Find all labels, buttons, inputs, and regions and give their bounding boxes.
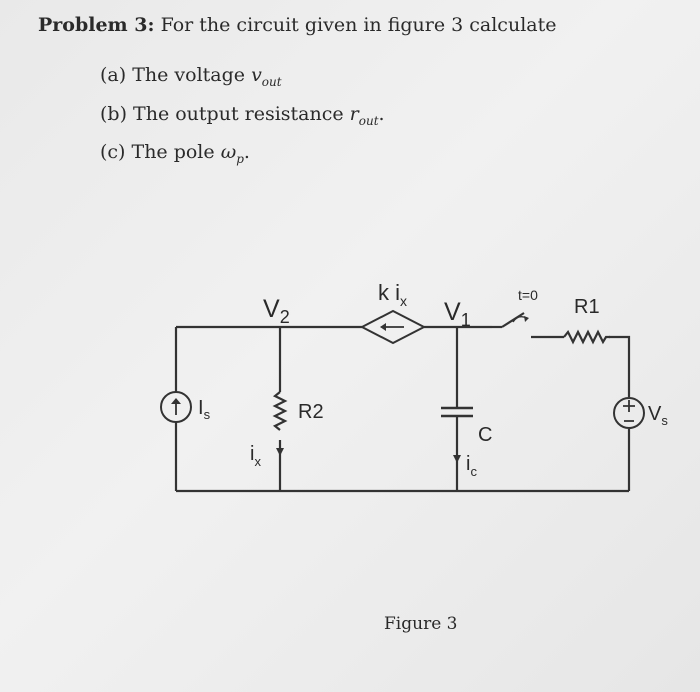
switch xyxy=(492,312,564,339)
question-variable-sub: p xyxy=(236,151,244,166)
capacitor-c xyxy=(441,406,473,418)
resistor-r1 xyxy=(563,329,610,345)
question-text: The output resistance xyxy=(133,103,344,125)
label-ic: ic xyxy=(466,453,477,479)
question-end: . xyxy=(243,141,250,163)
arrow-ix xyxy=(276,448,284,456)
figure-caption: Figure 3 xyxy=(384,614,458,634)
label-v2: V2 xyxy=(263,295,290,327)
label-switch-time: t=0 xyxy=(518,287,538,303)
question-variable: r xyxy=(349,103,359,125)
question-label: (a) xyxy=(100,64,127,86)
label-is: Is xyxy=(198,397,211,422)
question-label: (c) xyxy=(100,141,126,163)
resistor-r2 xyxy=(272,391,288,431)
question-end: . xyxy=(378,103,385,125)
dependent-current-source xyxy=(359,309,427,345)
question-label: (b) xyxy=(100,103,127,125)
question-c: (c) The pole ωp. xyxy=(100,141,250,166)
label-r2: R2 xyxy=(298,401,324,423)
question-variable: v xyxy=(251,64,262,86)
wire-right xyxy=(609,335,631,491)
problem-heading: Problem 3: xyxy=(38,14,155,36)
question-variable-sub: out xyxy=(358,113,379,128)
question-a: (a) The voltage vout xyxy=(100,64,282,89)
label-ix: ix xyxy=(250,443,261,469)
question-text: The pole xyxy=(131,141,215,163)
label-kix: k ix xyxy=(378,280,407,309)
problem-statement: Problem 3: For the circuit given in figu… xyxy=(38,14,556,36)
label-vs: Vs xyxy=(648,403,668,428)
label-v1: V1 xyxy=(444,298,471,330)
voltage-source-vs xyxy=(613,397,645,429)
problem-text: For the circuit given in figure 3 calcul… xyxy=(160,14,557,36)
question-variable-sub: out xyxy=(261,74,282,89)
question-variable: ω xyxy=(220,141,237,163)
question-text: The voltage xyxy=(132,64,246,86)
question-b: (b) The output resistance rout. xyxy=(100,103,385,128)
label-c: C xyxy=(478,424,492,446)
arrow-ic xyxy=(453,455,461,463)
current-source-is xyxy=(160,391,192,423)
label-r1: R1 xyxy=(574,296,600,318)
